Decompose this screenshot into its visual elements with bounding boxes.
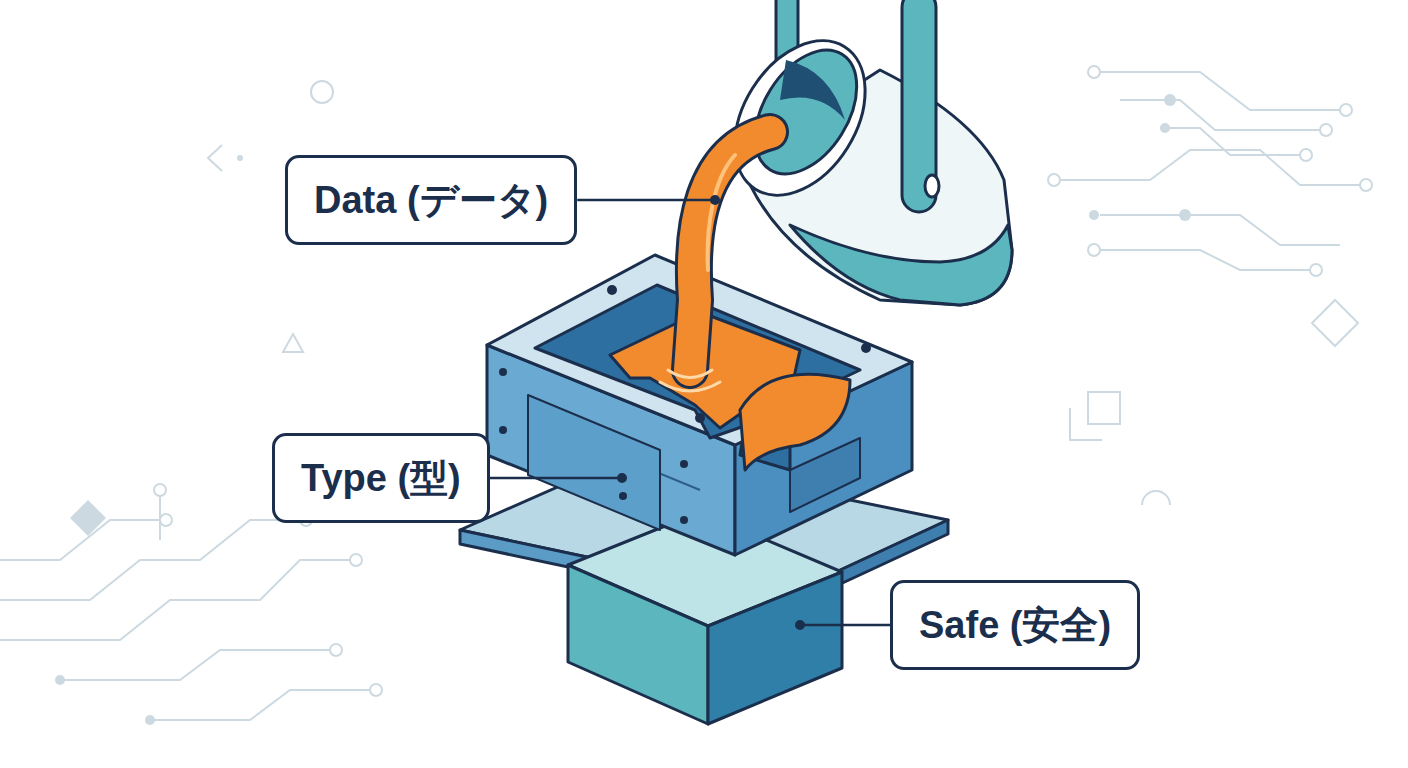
leader-dot <box>795 620 805 630</box>
callout-label: Data (データ) <box>314 175 548 226</box>
callout-box: Data (データ) <box>285 155 577 245</box>
leader-line <box>577 199 715 202</box>
callout-box: Type (型) <box>272 433 490 523</box>
leader-line <box>800 624 890 627</box>
data-stream <box>660 132 770 391</box>
leader-dot <box>710 195 720 205</box>
leader-dot <box>617 473 627 483</box>
callout-label: Safe (安全) <box>919 600 1111 651</box>
decor-diamond <box>70 500 106 536</box>
callout-box: Safe (安全) <box>890 580 1140 670</box>
circuit-dots <box>55 94 1191 725</box>
leader-line <box>490 477 622 480</box>
callout-label: Type (型) <box>301 453 461 504</box>
